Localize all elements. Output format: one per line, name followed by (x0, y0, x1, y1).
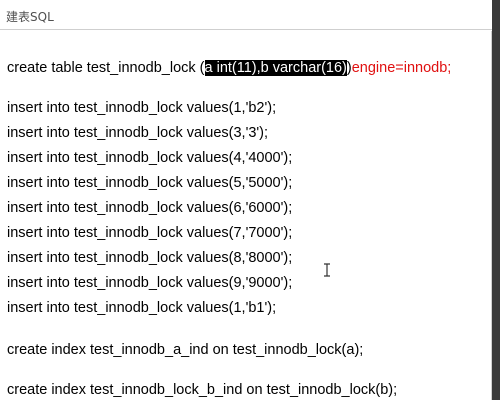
right-edge (492, 0, 500, 400)
engine-clause: engine=innodb; (351, 60, 452, 76)
insert-line-6[interactable]: insert into test_innodb_lock values(7,'7… (7, 225, 293, 241)
title-bar: 建表SQL (0, 0, 492, 30)
create-table-suffix: ) (346, 60, 352, 76)
insert-line-7[interactable]: insert into test_innodb_lock values(8,'8… (7, 250, 293, 266)
insert-line-1[interactable]: insert into test_innodb_lock values(1,'b… (7, 100, 277, 116)
create-table-line[interactable]: create table test_innodb_lock (a int(11)… (7, 59, 451, 77)
insert-line-8[interactable]: insert into test_innodb_lock values(9,'9… (7, 275, 293, 291)
insert-line-3[interactable]: insert into test_innodb_lock values(4,'4… (7, 150, 293, 166)
window-title: 建表SQL (6, 10, 54, 24)
sql-editor[interactable]: create table test_innodb_lock (a int(11)… (0, 31, 492, 400)
create-index-a-line[interactable]: create index test_innodb_a_ind on test_i… (7, 342, 364, 358)
text-cursor-icon (323, 263, 331, 277)
insert-line-2[interactable]: insert into test_innodb_lock values(3,'3… (7, 125, 269, 141)
insert-line-9[interactable]: insert into test_innodb_lock values(1,'b… (7, 300, 277, 316)
create-index-b-line[interactable]: create index test_innodb_lock_b_ind on t… (7, 382, 398, 398)
insert-line-4[interactable]: insert into test_innodb_lock values(5,'5… (7, 175, 293, 191)
selected-text[interactable]: a int(11),b varchar(16) (204, 60, 347, 76)
insert-line-5[interactable]: insert into test_innodb_lock values(6,'6… (7, 200, 293, 216)
create-table-prefix: create table test_innodb_lock ( (7, 60, 205, 76)
